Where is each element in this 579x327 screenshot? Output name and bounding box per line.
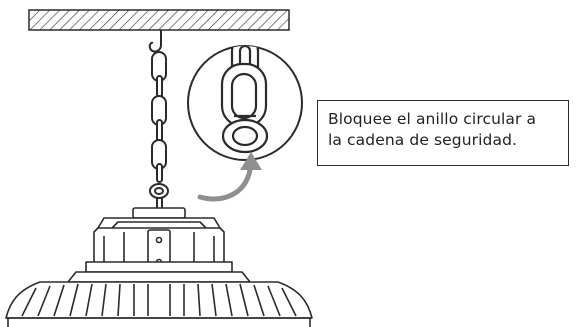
high-bay-lamp: [5, 207, 313, 327]
chain: [151, 51, 167, 183]
instruction-callout: Bloquee el anillo circular a la cadena d…: [317, 100, 569, 166]
eye-bolt-ring: [149, 183, 169, 211]
callout-line-1: Bloquee el anillo circular a: [328, 110, 537, 128]
callout-line-2: la cadena de seguridad.: [328, 131, 518, 149]
ceiling-hook: [148, 30, 162, 53]
curved-arrow-icon: [197, 152, 262, 202]
magnified-detail: [187, 45, 303, 161]
ceiling: [28, 9, 290, 31]
